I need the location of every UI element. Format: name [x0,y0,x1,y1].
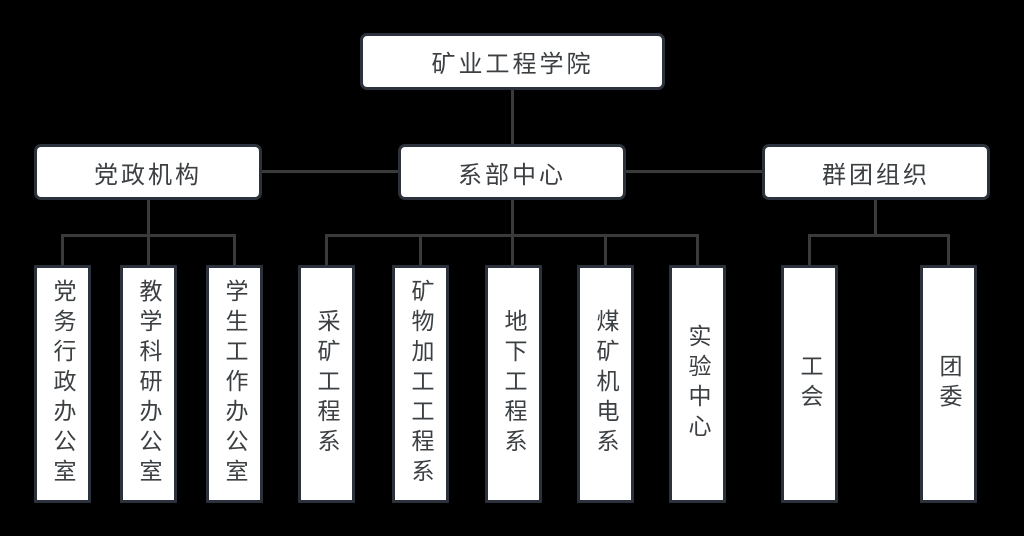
connector-group3-drop-1 [808,234,811,266]
connector-group2-drop-4 [604,234,607,266]
connector-group3-bus [808,234,950,237]
node-mineral-processing-dept: 矿物加工工程系 [392,265,449,503]
connector-group2-down [511,200,514,237]
connector-center-to-right [626,170,762,173]
connector-group1-drop-1 [61,234,64,266]
node-group-party: 党政机构 [34,144,262,200]
connector-group2-drop-2 [419,234,422,266]
connector-group1-drop-2 [147,234,150,266]
node-mining-engineering-dept: 采矿工程系 [298,265,355,503]
connector-center-to-left [262,170,398,173]
connector-group2-drop-5 [696,234,699,266]
node-experiment-center: 实验中心 [669,265,726,503]
connector-group1-drop-3 [233,234,236,266]
node-coal-mine-mechatronics-dept: 煤矿机电系 [577,265,634,503]
node-youth-league: 团委 [920,265,977,503]
node-student-affairs-office: 学生工作办公室 [206,265,263,503]
connector-group1-down [147,200,150,237]
node-college-root: 矿业工程学院 [360,33,665,90]
connector-root-down [511,90,514,146]
node-party-admin-office: 党务行政办公室 [34,265,91,503]
node-labor-union: 工会 [781,265,838,503]
node-group-departments: 系部中心 [398,144,626,200]
connector-group2-drop-3 [511,234,514,266]
node-underground-engineering-dept: 地下工程系 [485,265,542,503]
node-teaching-research-office: 教学科研办公室 [120,265,177,503]
connector-group3-drop-2 [947,234,950,266]
connector-group3-down [874,200,877,237]
node-group-mass-org: 群团组织 [762,144,990,200]
connector-group2-drop-1 [325,234,328,266]
